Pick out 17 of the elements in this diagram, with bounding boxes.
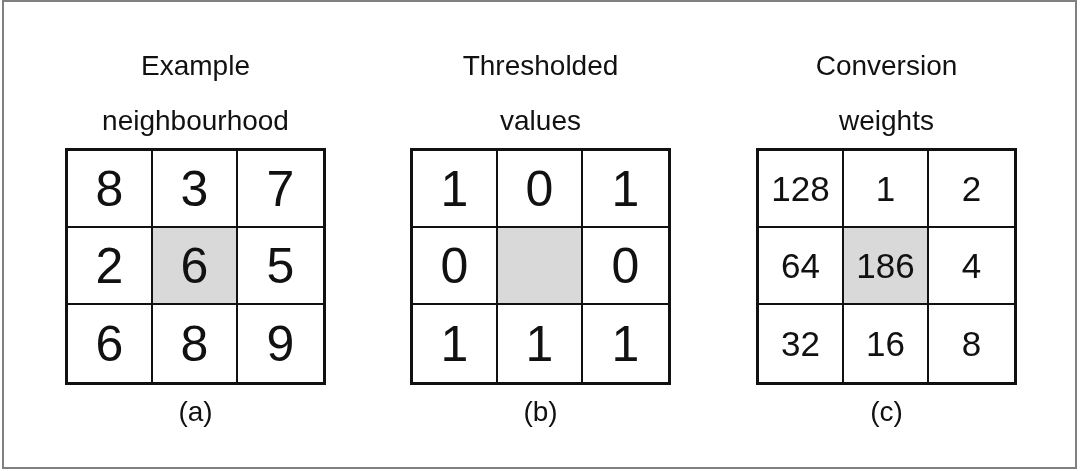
panel-caption: (b)	[522, 395, 559, 429]
grid-cell: 64	[759, 228, 844, 305]
center-cell: 186	[844, 228, 929, 305]
grid-cell: 8	[68, 151, 153, 228]
grid-cell: 1	[844, 151, 929, 228]
grid-cell: 128	[759, 151, 844, 228]
grid-cell: 0	[498, 151, 583, 228]
panel-heading: Conversion weights	[814, 49, 959, 138]
grid-cell: 1	[413, 151, 498, 228]
panel-caption: (a)	[177, 395, 214, 429]
panel-caption: (c)	[869, 395, 904, 429]
center-cell: 6	[153, 228, 238, 305]
grid-cell: 2	[68, 228, 153, 305]
panel-heading: Thresholded values	[461, 49, 620, 138]
panel-heading: Example neighbourhood	[101, 49, 290, 138]
grid-cell: 3	[153, 151, 238, 228]
grid-cell: 0	[413, 228, 498, 305]
